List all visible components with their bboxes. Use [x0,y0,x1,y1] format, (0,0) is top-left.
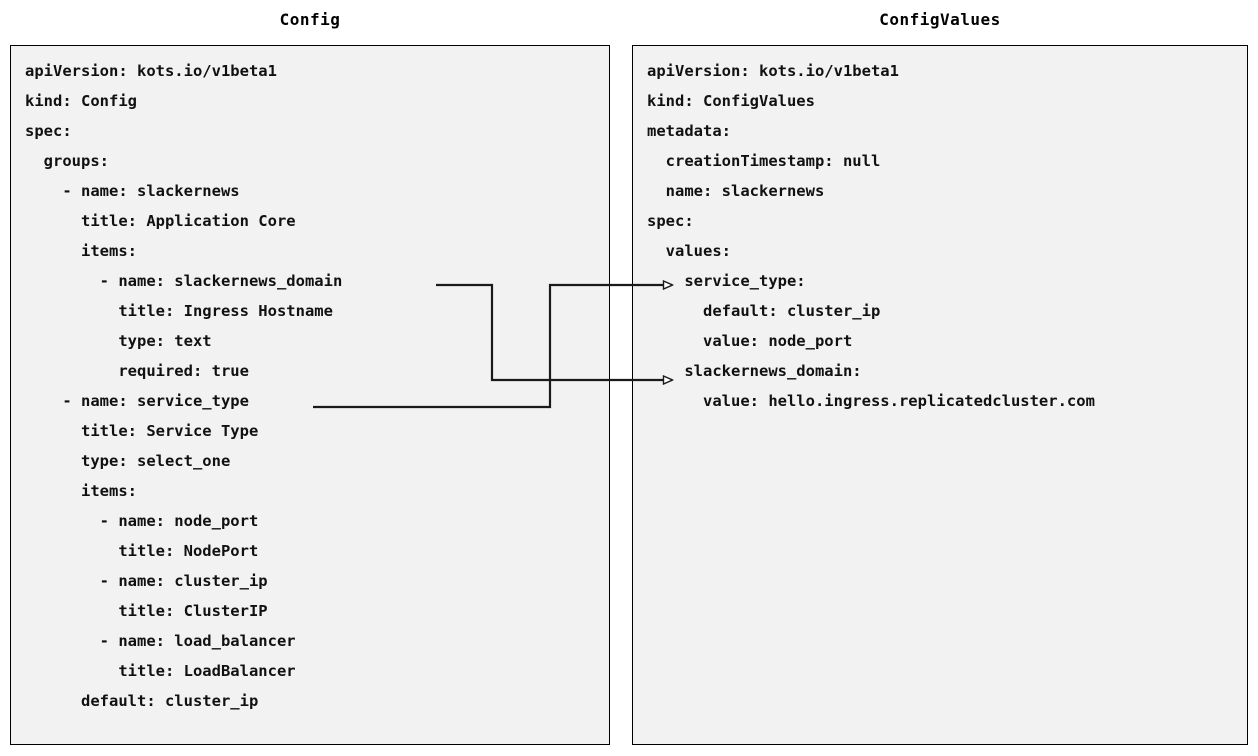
configvalues-panel: apiVersion: kots.io/v1beta1 kind: ConfigV… [632,45,1248,745]
yaml-line: value: hello.ingress.replicatedcluster.c… [647,392,1095,410]
yaml-line: - name: cluster_ip [25,572,268,590]
yaml-line: spec: [647,212,694,230]
yaml-line: kind: Config [25,92,137,110]
yaml-line: - name: node_port [25,512,259,530]
yaml-line: - name: load_balancer [25,632,296,650]
yaml-line: title: Application Core [25,212,296,230]
yaml-line: type: text [25,332,212,350]
yaml-line: items: [25,242,137,260]
yaml-line: default: cluster_ip [647,302,881,320]
yaml-line: type: select_one [25,452,231,470]
yaml-line: title: Service Type [25,422,259,440]
yaml-line: items: [25,482,137,500]
configvalues-panel-title: ConfigValues [879,10,1001,29]
yaml-line: required: true [25,362,249,380]
yaml-line: metadata: [647,122,731,140]
config-panel-title: Config [279,10,341,29]
yaml-line: - name: slackernews [25,182,240,200]
yaml-line: - name: slackernews_domain [25,272,343,290]
yaml-line: title: LoadBalancer [25,662,296,680]
yaml-line: apiVersion: kots.io/v1beta1 [647,62,899,80]
yaml-line: apiVersion: kots.io/v1beta1 [25,62,277,80]
yaml-line: spec: [25,122,72,140]
config-yaml-block: apiVersion: kots.io/v1beta1 kind: Config s… [25,56,342,716]
yaml-line: groups: [25,152,109,170]
yaml-line: value: node_port [647,332,853,350]
yaml-line: creationTimestamp: null [647,152,881,170]
yaml-line: title: NodePort [25,542,259,560]
yaml-line: service_type: [647,272,806,290]
yaml-line: values: [647,242,731,260]
yaml-line: title: ClusterIP [25,602,268,620]
config-panel: apiVersion: kots.io/v1beta1 kind: Config s… [10,45,610,745]
yaml-line: title: Ingress Hostname [25,302,333,320]
yaml-line: default: cluster_ip [25,692,259,710]
yaml-line: slackernews_domain: [647,362,862,380]
yaml-line: kind: ConfigValues [647,92,815,110]
yaml-line: name: slackernews [647,182,825,200]
yaml-line: - name: service_type [25,392,249,410]
configvalues-yaml-block: apiVersion: kots.io/v1beta1 kind: ConfigV… [647,56,1095,416]
